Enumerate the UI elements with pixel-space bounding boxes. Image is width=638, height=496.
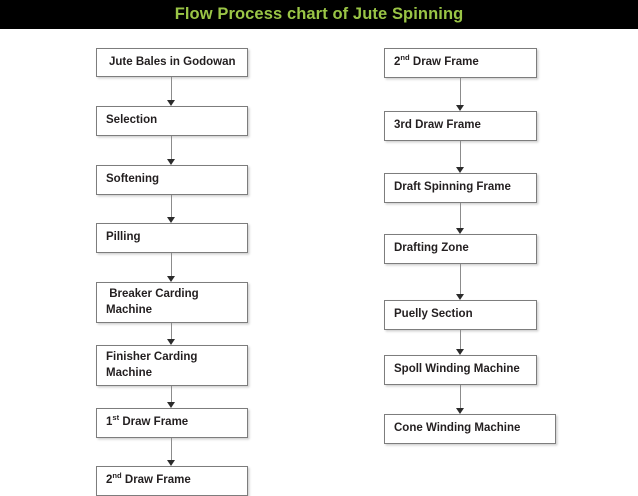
flow-node-label: Pilling — [106, 231, 141, 244]
connector-arrow — [455, 330, 466, 355]
connector-arrow — [166, 253, 177, 282]
flow-node-label: Jute Bales in Godowan — [109, 55, 236, 68]
flow-node-draft-spinning-frame[interactable]: Draft Spinning Frame — [384, 173, 537, 203]
connector-arrow — [166, 323, 177, 345]
flow-node-label-line2: Machine — [106, 366, 153, 379]
connector-arrow — [455, 264, 466, 300]
connector-arrow — [166, 386, 177, 408]
flow-node-1st-draw-frame[interactable]: 1st Draw Frame — [96, 408, 248, 438]
connector-arrow — [455, 385, 466, 414]
connector-arrow — [455, 78, 466, 111]
flow-node-spoll-winding-machine[interactable]: Spoll Winding Machine — [384, 355, 537, 385]
page-title: Flow Process chart of Jute Spinning — [174, 5, 464, 23]
flow-node-label: Selection — [106, 114, 158, 127]
flow-node-puelly-section[interactable]: Puelly Section — [384, 300, 537, 330]
flow-node-label: Softening — [106, 173, 160, 186]
flow-node-label: 1st Draw Frame — [106, 413, 189, 429]
connector-arrow — [166, 438, 177, 466]
flow-node-label: 2nd Draw Frame — [394, 53, 479, 69]
flow-node-label: Draft Spinning Frame — [394, 181, 511, 194]
flow-node-softening[interactable]: Softening — [96, 165, 248, 195]
flow-node-breaker-carding-machine[interactable]: Breaker Carding Machine — [96, 282, 248, 323]
connector-arrow — [166, 136, 177, 165]
flow-node-2nd-draw-frame-left[interactable]: 2nd Draw Frame — [96, 466, 248, 496]
flow-node-pilling[interactable]: Pilling — [96, 223, 248, 253]
flow-node-label: Spoll Winding Machine — [394, 363, 520, 376]
flow-node-3rd-draw-frame[interactable]: 3rd Draw Frame — [384, 111, 537, 141]
connector-arrow — [455, 141, 466, 173]
connector-arrow — [166, 77, 177, 106]
connector-arrow — [455, 203, 466, 234]
flow-node-label: 2nd Draw Frame — [106, 471, 191, 487]
flow-node-label: Drafting Zone — [394, 242, 469, 255]
flow-node-selection[interactable]: Selection — [96, 106, 248, 136]
flow-node-label-line1: Finisher Carding — [106, 351, 198, 363]
flow-node-jute-bales-in-godowan[interactable]: Jute Bales in Godowan — [96, 48, 248, 77]
title-bar: Flow Process chart of Jute Spinning — [0, 0, 638, 29]
flow-node-label: 3rd Draw Frame — [394, 119, 481, 132]
flow-node-finisher-carding-machine[interactable]: Finisher Carding Machine — [96, 345, 248, 386]
flow-node-label: Puelly Section — [394, 308, 473, 321]
connector-arrow — [166, 195, 177, 223]
flow-node-label-line1: Breaker Carding — [106, 288, 199, 300]
flow-node-label: Cone Winding Machine — [394, 422, 521, 435]
flow-node-2nd-draw-frame-right[interactable]: 2nd Draw Frame — [384, 48, 537, 78]
flowchart-canvas: Jute Bales in Godowan Selection Softenin… — [0, 29, 638, 496]
flow-node-label-line2: Machine — [106, 303, 153, 316]
flow-node-cone-winding-machine[interactable]: Cone Winding Machine — [384, 414, 556, 444]
flow-node-drafting-zone[interactable]: Drafting Zone — [384, 234, 537, 264]
